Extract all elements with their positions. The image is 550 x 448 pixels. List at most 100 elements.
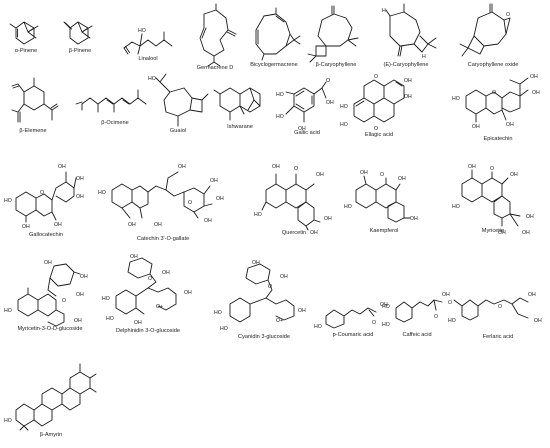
caryophyllene-oxide-structure: O — [459, 3, 511, 57]
ho-label: HO — [382, 322, 390, 328]
compound-gallocatechin: HO OH OH OH OH OH O Gallocatechin — [4, 160, 88, 240]
compound-name: Cyanidin 3-glucoside — [238, 334, 290, 340]
beta-ocimene-structure — [75, 89, 147, 113]
compound-beta-amyrin: HO β-Amyrin — [4, 354, 98, 444]
ho-label: HO — [254, 212, 262, 218]
compound-name: Ishwarane — [227, 124, 253, 130]
ho-label: HO — [102, 296, 110, 302]
oh-label: OH — [204, 218, 212, 224]
compound-caffeic-acid: HO HO OH O Caffeic acid — [382, 288, 452, 342]
o-label: O — [326, 78, 330, 84]
compound-name: β-Caryophyllene — [315, 62, 357, 68]
caffeic-acid-structure: HO HO OH O — [382, 292, 450, 328]
bicyclogermacrene-structure — [255, 7, 301, 61]
compound-ferlaric-acid: O HO O OH OH Ferlaric acid — [448, 286, 548, 344]
compound-germacrene-d: Germacrene D — [190, 3, 240, 74]
o-label: O — [188, 200, 192, 206]
oh-label: OH — [468, 164, 476, 170]
oh-label: OH — [522, 230, 530, 236]
myricetin-glucoside-structure: OH OH OH HO O OH — [4, 260, 88, 327]
oh-label: HO — [138, 28, 146, 34]
oh-label: OH — [44, 260, 52, 266]
oh-label: OH — [252, 260, 260, 266]
oh-label: OH — [134, 320, 142, 326]
compound-beta-caryophyllene: β-Caryophyllene — [304, 5, 368, 70]
compound-ellagic-acid: HO HO OH OH O O Ellagic acid — [340, 70, 418, 140]
oh-label: OH — [530, 74, 538, 80]
oh-label: OH — [316, 172, 324, 178]
ellagic-acid-structure: HO HO OH OH O O — [340, 74, 412, 132]
oh-label: OH — [404, 78, 412, 84]
oh-label: OH — [404, 94, 412, 100]
oh-label: OH — [22, 224, 30, 230]
oh-label: OH — [472, 124, 480, 130]
ho-label: HO — [148, 76, 156, 82]
oh-label: OH — [326, 100, 334, 106]
oh-label: OH — [210, 178, 218, 184]
oh-label: OH — [74, 318, 82, 324]
oh-label: OH — [80, 274, 88, 280]
ferlaric-acid-structure: O HO O OH OH — [448, 292, 542, 324]
delphinidin-glucoside-structure: OH OH O OH HO HO OH O+ — [102, 254, 192, 326]
compound-name: Caryophyllene oxide — [467, 62, 519, 68]
beta-caryophyllene-structure — [307, 5, 359, 63]
o-label: O — [372, 320, 376, 326]
oh-label: OH — [178, 164, 186, 170]
beta-pinene-structure — [63, 21, 93, 45]
ho-label: HO — [98, 190, 106, 196]
alpha-pinene-structure — [9, 21, 39, 45]
oh-label: OH — [526, 214, 534, 220]
ishwarane-structure — [213, 87, 261, 121]
ho-label: HO — [344, 204, 352, 210]
compound-name: β-Ocimene — [101, 120, 129, 126]
oh-label: OH — [398, 176, 406, 182]
o-label: O — [374, 74, 378, 80]
compound-catechin-gallate: HO OH OH OH OH OH OH O Catechin 3'-O-gal… — [98, 160, 228, 244]
compound-name: (E)-Caryophyllene — [383, 62, 429, 68]
compound-bicyclogermacrene: Bicyclogermacrene — [244, 7, 304, 70]
o-label: O — [294, 166, 298, 172]
compound-name: Germacrene D — [196, 65, 234, 71]
kaempferol-structure: HO OH O OH OH — [344, 170, 418, 223]
compound-name: α-Pinene — [14, 48, 38, 54]
compound-delphinidin-glucoside: OH OH O OH HO HO OH O+ Delphinidin 3-O-g… — [100, 250, 196, 336]
compound-name: p-Coumaric acid — [332, 332, 374, 338]
beta-elemene-structure — [11, 77, 59, 123]
compound-name: β-Elemene — [19, 128, 47, 134]
oh-label: OH — [360, 170, 368, 176]
oh-label: OH — [216, 196, 224, 202]
ho-label: HO — [4, 308, 12, 314]
e-caryophyllene-structure: H H — [382, 3, 437, 60]
o-label: O — [380, 172, 384, 178]
compound-name: Caffeic acid — [402, 332, 432, 338]
ho-label: HO — [382, 304, 390, 310]
myricetin-structure: HO OH O OH OH OH OH — [452, 164, 534, 236]
oh-label: OH — [510, 172, 518, 178]
compound-name: Epicatechin — [483, 136, 513, 142]
o-label: O — [498, 304, 502, 310]
o-label: O — [40, 190, 44, 196]
compound-name: Quercetin — [281, 230, 307, 236]
compound-name: Ferlaric acid — [482, 334, 514, 340]
compound-caryophyllene-oxide: O Caryophyllene oxide — [444, 3, 542, 70]
compound-e-caryophyllene: H H (E)-Caryophyllene — [370, 3, 442, 70]
ho-label: HO — [276, 92, 284, 98]
oh-label: OH — [128, 222, 136, 228]
oh-label: OH — [506, 122, 514, 128]
o-label: O — [148, 276, 152, 282]
oh-label: OH — [154, 222, 162, 228]
o-label: O — [492, 90, 496, 96]
ho-label: HO — [4, 198, 12, 204]
oh-label: OH — [298, 308, 306, 314]
oh-label: OH — [442, 292, 450, 298]
compound-kaempferol: HO OH O OH OH Kaempferol — [344, 166, 424, 246]
oh-label: OH — [410, 216, 418, 222]
o-label: O — [490, 166, 494, 172]
compound-name: β-Amyrin — [39, 432, 63, 438]
och3-label: O — [448, 300, 452, 306]
oh-label: OH — [534, 318, 542, 324]
compound-beta-pinene: β-Pinene — [58, 8, 102, 54]
oh-label: OH — [76, 194, 84, 200]
compound-gallic-acid: HO HO OH O OH Gallic acid — [276, 74, 338, 138]
